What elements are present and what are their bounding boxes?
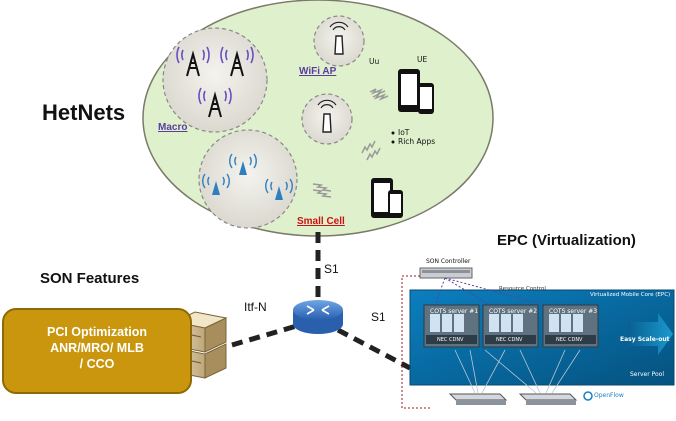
smartphone-tablet-icon <box>398 69 434 114</box>
small-cell-label: Small Cell <box>297 216 345 227</box>
cots-server-label: COTS server #1 <box>430 308 479 315</box>
itf-n-label: Itf-N <box>244 300 267 314</box>
cots-server-block <box>482 304 539 348</box>
small-cell-antenna-icon <box>202 173 230 195</box>
wifi-access-point-icon <box>329 21 349 55</box>
openflow-switch-icon <box>448 393 508 405</box>
router-icon <box>293 300 343 334</box>
easy-scale-out-label: Easy Scale-out <box>620 336 670 343</box>
wifi-ap-cell <box>301 93 353 145</box>
rich-apps-label: Rich Apps <box>398 137 436 146</box>
virtualized-mobile-core-label: Virtualized Mobile Core (EPC) <box>590 292 671 298</box>
openflow-logo-icon <box>583 391 593 401</box>
nec-cdnv-label: NEC CDNV <box>496 337 523 343</box>
macro-tower-icon <box>198 87 232 118</box>
hyperflow-control-line <box>401 275 430 409</box>
nec-cdnv-label: NEC CDNV <box>437 337 464 343</box>
epc-heading: EPC (Virtualization) <box>497 232 636 249</box>
resource-control-line <box>434 277 446 306</box>
macro-cell <box>162 27 268 133</box>
wifi-access-point-icon <box>317 99 337 133</box>
openflow-connection-lines <box>454 349 581 394</box>
cots-server-block <box>423 304 480 348</box>
son-feature-line: / CCO <box>79 357 115 371</box>
openflow-switch-icon <box>518 393 578 405</box>
small-cell-antenna-icon <box>265 178 293 200</box>
itf-n-link <box>231 322 301 348</box>
openflow-label: OpenFlow <box>594 392 624 399</box>
son-controller-label: SON Controller <box>426 258 471 265</box>
macro-label: Macro <box>158 122 188 133</box>
son-features-heading: SON Features <box>40 270 140 287</box>
cots-server-label: COTS server #2 <box>489 308 538 315</box>
server-pool-label: Server Pool <box>630 371 664 378</box>
macro-tower-icon <box>176 46 210 77</box>
cots-server-block <box>542 304 599 348</box>
small-cell-antenna-icon <box>229 153 257 175</box>
son-controller-device-icon <box>419 267 473 279</box>
hetnets-title: HetNets <box>42 100 126 125</box>
resource-control-line <box>444 277 546 306</box>
bullet-dot <box>391 131 395 135</box>
cots-server-label: COTS server #3 <box>549 308 598 315</box>
resource-control-line <box>444 277 491 306</box>
s1-top-label: S1 <box>324 262 339 276</box>
uu-label: Uu <box>369 57 380 66</box>
nec-cdnv-label: NEC CDNV <box>556 337 583 343</box>
resource-control-label: Resource Control <box>499 286 546 292</box>
s1-right-label: S1 <box>371 310 386 324</box>
son-features-box: PCI Optimization ANR/MRO/ MLB / CCO <box>2 308 192 394</box>
hyperflow-control-label: HyperFlow Control <box>383 283 389 330</box>
small-cell <box>198 129 298 229</box>
son-feature-line: ANR/MRO/ MLB <box>50 341 144 355</box>
bullet-dot <box>391 140 395 144</box>
ue-label: UE <box>417 55 428 64</box>
macro-tower-icon <box>220 46 254 77</box>
wireless-link-icons <box>312 88 389 198</box>
wifi-ap-label: WiFi AP <box>299 66 337 77</box>
son-feature-line: PCI Optimization <box>47 325 147 339</box>
wifi-ap-cell <box>313 15 365 67</box>
iot-label: IoT <box>398 128 410 137</box>
s1-link-right <box>336 327 412 371</box>
smartphone-tablet-icon <box>371 178 403 218</box>
